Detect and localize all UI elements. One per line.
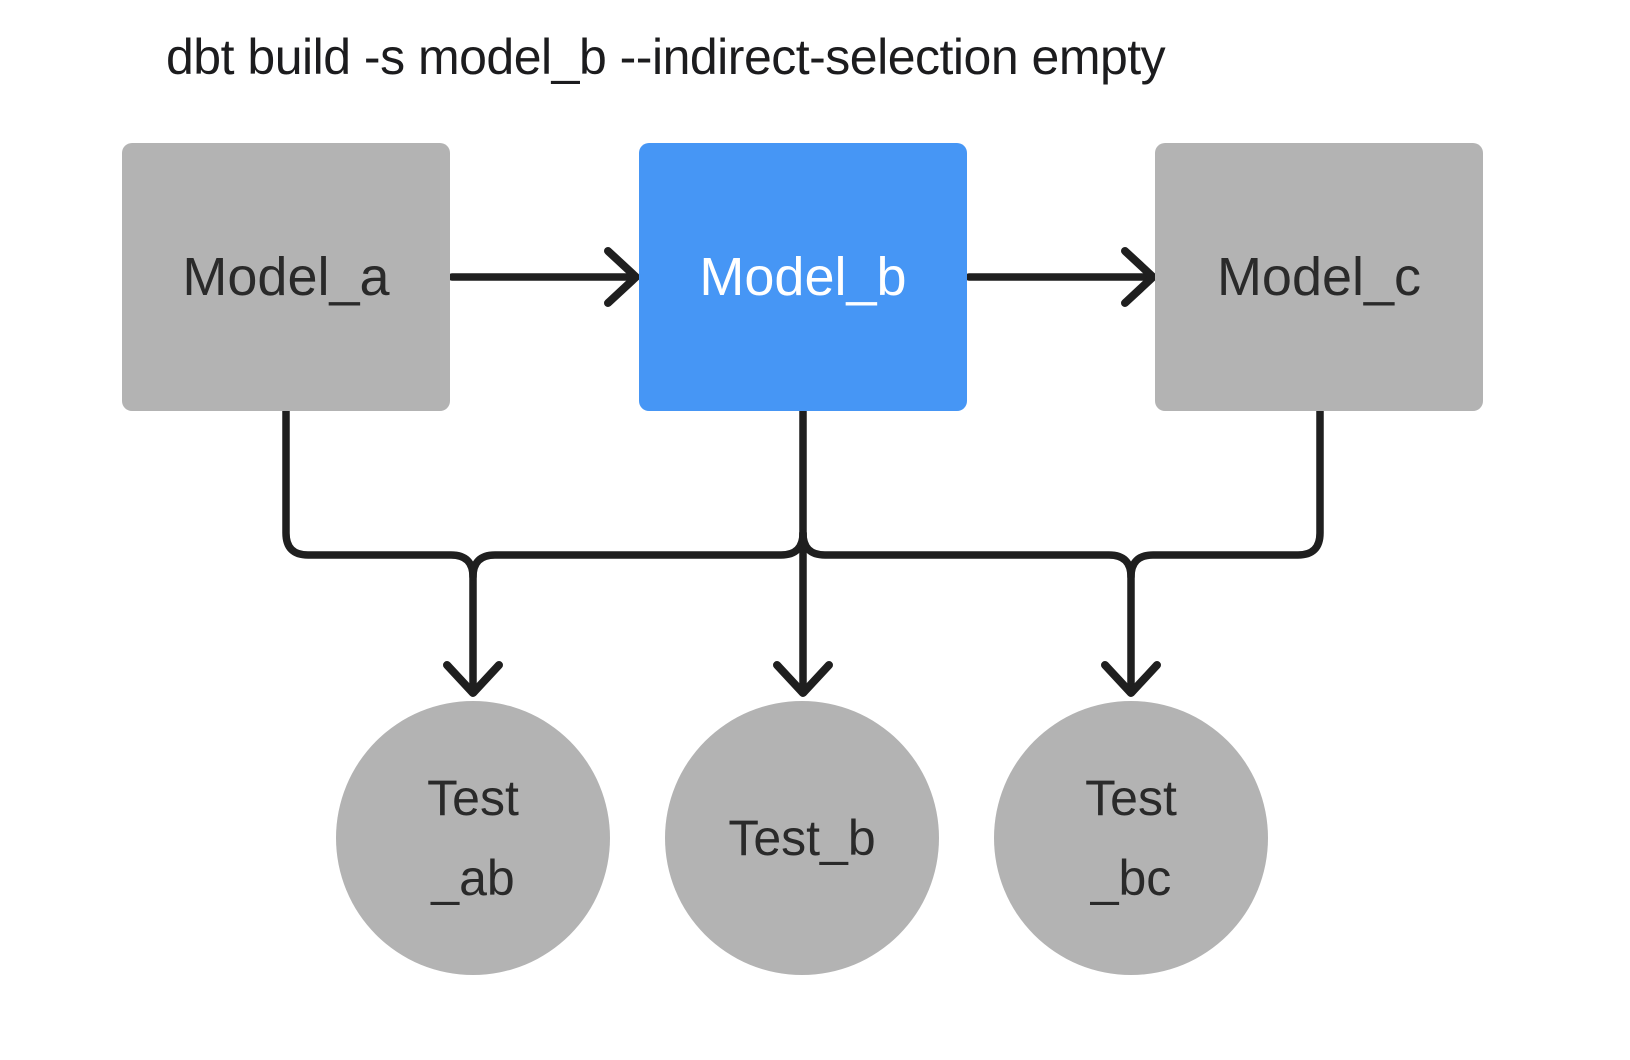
- arrowhead-model-a-to-model-b-icon: [604, 247, 640, 307]
- arrowhead-test-ab-icon: [443, 661, 503, 697]
- edge-model-a-to-test-ab: [282, 406, 477, 694]
- node-model-a: Model_a: [122, 143, 450, 411]
- edge-model-b-to-test-bc: [799, 529, 1135, 581]
- arrowhead-test-bc-icon: [1101, 661, 1161, 697]
- node-model-a-label: Model_a: [182, 247, 390, 307]
- arrowhead-test-b-icon: [773, 661, 833, 697]
- node-test-bc-label-line1: Test: [1085, 770, 1177, 826]
- diagram-title: dbt build -s model_b --indirect-selectio…: [166, 29, 1166, 85]
- node-model-c-label: Model_c: [1216, 247, 1422, 307]
- node-test-ab-label-line1: Test: [427, 770, 519, 826]
- edge-model-c-to-test-bc: [1127, 406, 1324, 694]
- node-test-b-label: Test_b: [728, 810, 876, 866]
- node-test-ab: Test _ab: [336, 701, 610, 975]
- arrowhead-model-b-to-model-c-icon: [1121, 247, 1157, 307]
- node-test-bc-label-line2: _bc: [1090, 850, 1172, 906]
- edge-model-b-to-test-ab: [469, 529, 807, 581]
- node-model-b-selected: Model_b: [639, 143, 967, 411]
- node-test-b: Test_b: [665, 701, 939, 975]
- node-model-b-label: Model_b: [699, 247, 907, 307]
- node-test-ab-label-line2: _ab: [431, 850, 515, 906]
- node-test-bc: Test _bc: [994, 701, 1268, 975]
- node-model-c: Model_c: [1155, 143, 1483, 411]
